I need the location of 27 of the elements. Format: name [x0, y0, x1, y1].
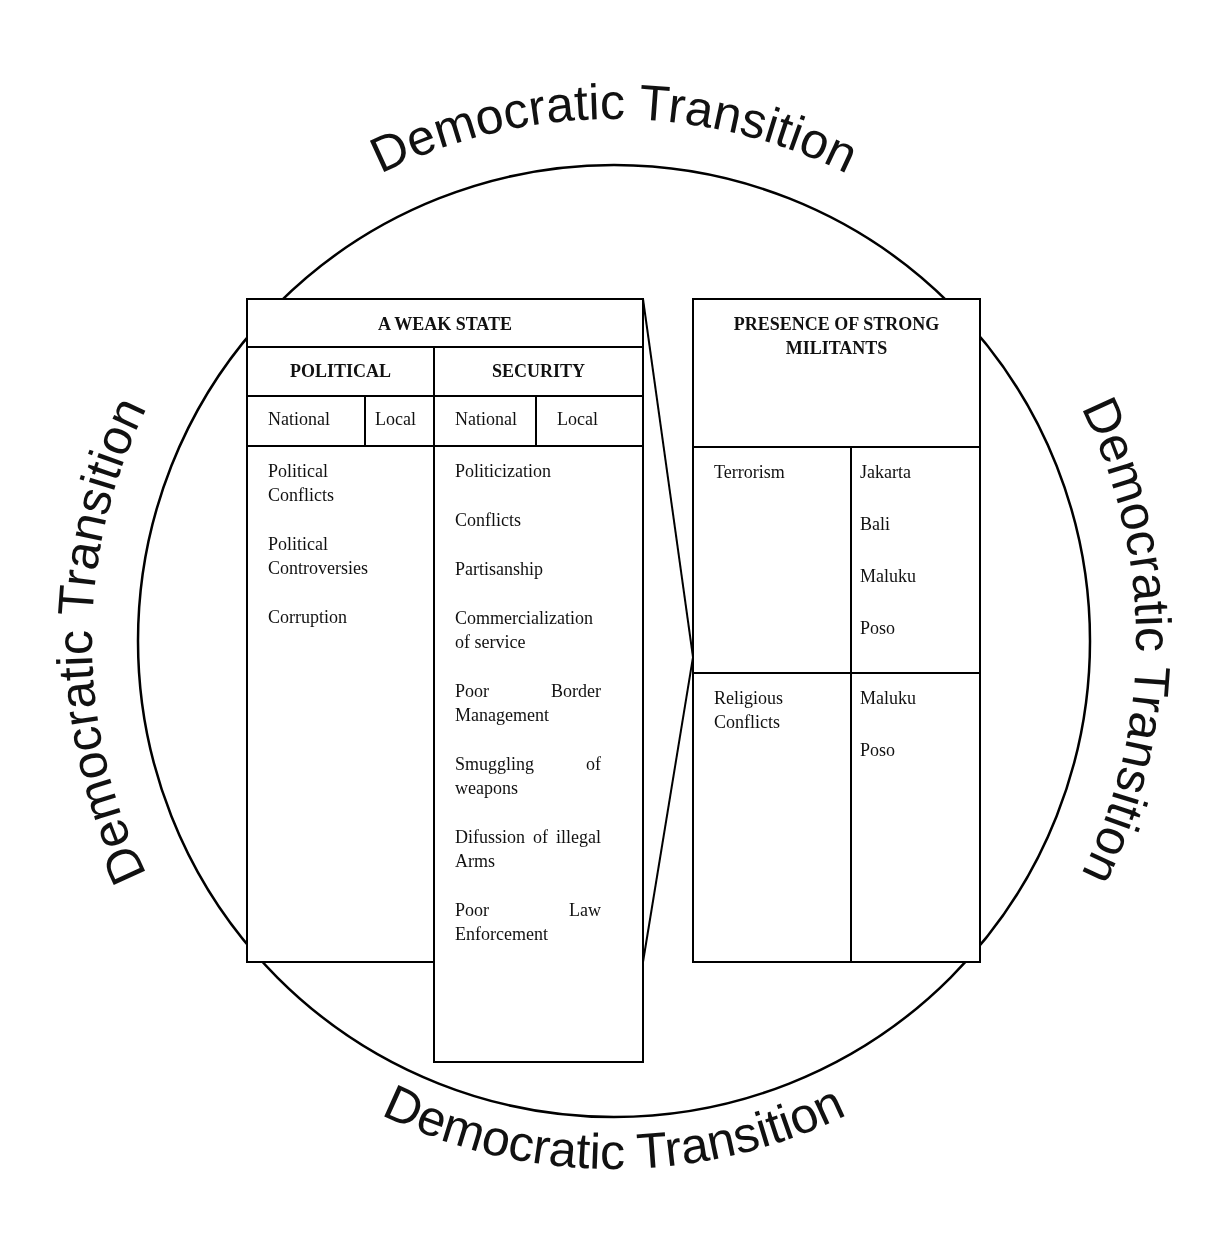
cell-text: Poso — [860, 617, 896, 640]
cell-text: Smuggling of weapons — [455, 753, 601, 800]
cell-text: Jakarta — [860, 461, 912, 484]
header-text: PRESENCE OF STRONG MILITANTS — [732, 313, 941, 360]
cell-text: Bali — [860, 513, 891, 536]
cell-text: Corruption — [268, 606, 348, 629]
cell-text: Maluku — [860, 687, 917, 710]
curved-label: Democratic Transition — [375, 1073, 853, 1181]
table-cell — [433, 445, 644, 1063]
header-cell: A WEAK STATE — [246, 298, 644, 348]
cell-text: Poor Border Management — [455, 680, 601, 727]
table-frame — [692, 298, 981, 963]
connector-line — [642, 298, 694, 659]
cell-text: Conflicts — [455, 509, 522, 532]
cell-text: Political Controversies — [268, 533, 369, 580]
cell-text: Religious Conflicts — [714, 687, 784, 734]
cell-text: Difussion of illegal Arms — [455, 826, 601, 873]
cell-text: Political Conflicts — [268, 460, 335, 507]
cell-text: Poso — [860, 739, 896, 762]
table-cell — [246, 445, 435, 963]
cell-text: Politicization — [455, 460, 552, 483]
connector-line — [642, 656, 694, 963]
cell-text: Partisanship — [455, 558, 544, 581]
cell-text: Maluku — [860, 565, 917, 588]
cell-text: Poor Law Enforcement — [455, 899, 601, 946]
cell-text: Terrorism — [714, 461, 786, 484]
cell-text: Commercialization of service — [455, 607, 594, 654]
